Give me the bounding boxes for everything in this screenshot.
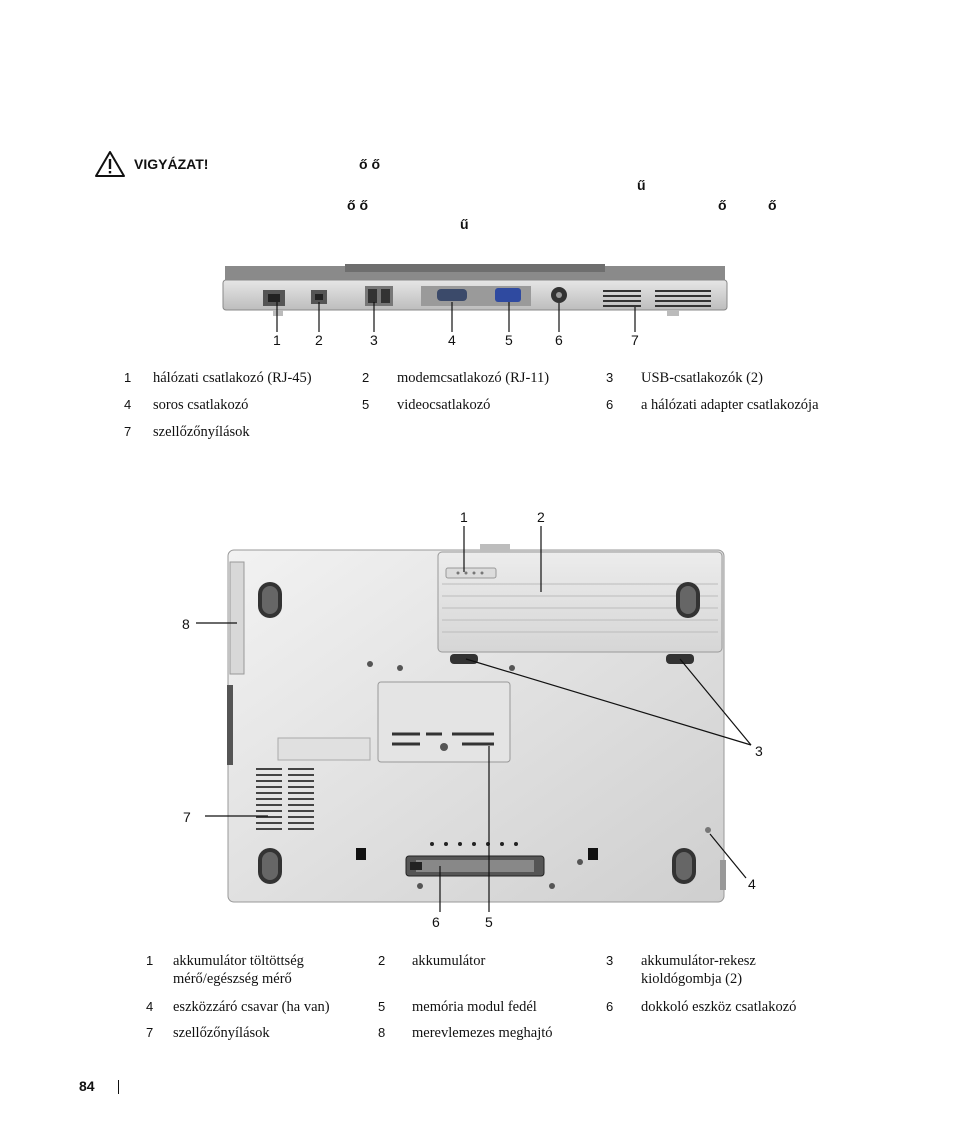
legend-number: 2 bbox=[378, 953, 386, 968]
legend-text: szellőzőnyílások bbox=[173, 1025, 270, 1041]
legend-text: soros csatlakozó bbox=[153, 397, 249, 413]
callout-label: 1 bbox=[460, 509, 468, 525]
callout-label: 8 bbox=[182, 616, 190, 632]
legend-text: eszközzáró csavar (ha van) bbox=[173, 999, 330, 1015]
legend-number: 1 bbox=[124, 370, 132, 385]
legend-text: szellőzőnyílások bbox=[153, 424, 250, 440]
warning-text-fragment: ő ő bbox=[347, 197, 368, 213]
warning-text-fragment: ő ő bbox=[359, 156, 380, 172]
legend-number: 4 bbox=[124, 397, 132, 412]
legend-text: merevlemezes meghajtó bbox=[412, 1025, 553, 1041]
warning-text-fragment: ű bbox=[637, 177, 646, 193]
legend-text: hálózati csatlakozó (RJ-45) bbox=[153, 370, 312, 386]
legend-text: memória modul fedél bbox=[412, 999, 537, 1015]
legend-number: 2 bbox=[362, 370, 370, 385]
legend-number: 3 bbox=[606, 953, 614, 968]
callout-label: 1 bbox=[273, 332, 281, 348]
legend-number: 8 bbox=[378, 1025, 386, 1040]
legend-text: akkumulátor töltöttség mérő/egészség mér… bbox=[173, 953, 304, 987]
legend-text: USB-csatlakozók (2) bbox=[641, 370, 764, 386]
callout-label: 7 bbox=[183, 809, 191, 825]
legend-text: akkumulátor-rekesz kioldógombja (2) bbox=[641, 953, 756, 987]
callout-label: 5 bbox=[485, 914, 493, 930]
legend-number: 7 bbox=[146, 1025, 154, 1040]
legend-number: 6 bbox=[606, 999, 614, 1014]
footer-divider bbox=[118, 1080, 119, 1094]
callout-label: 7 bbox=[631, 332, 639, 348]
legend-number: 5 bbox=[362, 397, 370, 412]
legend-text: a hálózati adapter csatlakozója bbox=[641, 397, 819, 413]
callout-label: 2 bbox=[537, 509, 545, 525]
callout-label: 4 bbox=[448, 332, 456, 348]
laptop-back-view-illustration bbox=[222, 264, 728, 332]
legend-number: 6 bbox=[606, 397, 614, 412]
legend-number: 1 bbox=[146, 953, 154, 968]
warning-title: VIGYÁZAT! bbox=[134, 156, 209, 172]
page-number: 84 bbox=[79, 1078, 95, 1094]
callout-label: 6 bbox=[555, 332, 563, 348]
callout-label: 2 bbox=[315, 332, 323, 348]
legend-text: dokkoló eszköz csatlakozó bbox=[641, 999, 797, 1015]
warning-text-fragment: ő bbox=[718, 197, 727, 213]
warning-text-fragment: ű bbox=[460, 216, 469, 232]
legend-text: videocsatlakozó bbox=[397, 397, 491, 413]
laptop-bottom-view-illustration bbox=[196, 526, 752, 912]
legend-number: 3 bbox=[606, 370, 614, 385]
callout-label: 5 bbox=[505, 332, 513, 348]
legend-text: modemcsatlakozó (RJ-11) bbox=[397, 370, 550, 386]
callout-label: 4 bbox=[748, 876, 756, 892]
legend-number: 5 bbox=[378, 999, 386, 1014]
callout-label: 3 bbox=[755, 743, 763, 759]
callout-label: 3 bbox=[370, 332, 378, 348]
legend-text: akkumulátor bbox=[412, 953, 486, 969]
legend-number: 4 bbox=[146, 999, 154, 1014]
warning-text-fragment: ő bbox=[768, 197, 777, 213]
legend-number: 7 bbox=[124, 424, 132, 439]
warning-triangle-icon bbox=[95, 151, 125, 177]
callout-label: 6 bbox=[432, 914, 440, 930]
